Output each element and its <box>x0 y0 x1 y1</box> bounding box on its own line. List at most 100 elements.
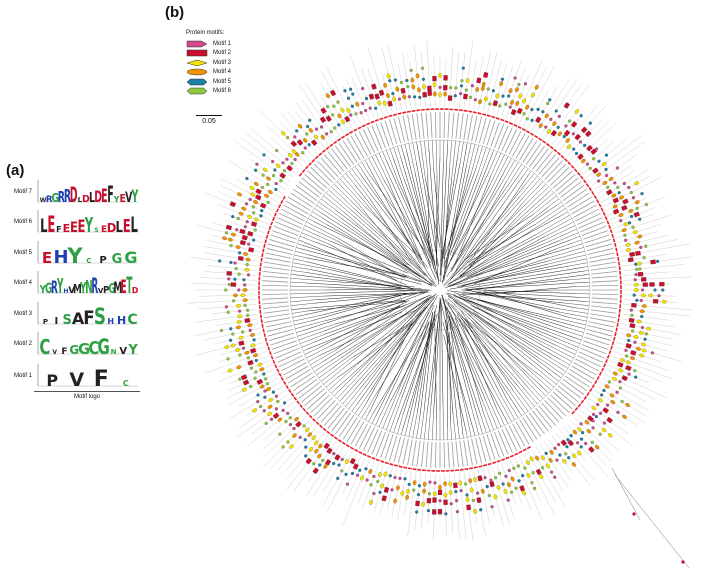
svg-text:E: E <box>101 225 107 235</box>
motif-4-shape-icon <box>186 69 208 76</box>
legend-item-label: Motif 6 <box>213 88 232 95</box>
motif-3-shape-icon <box>186 59 208 67</box>
svg-text:Y: Y <box>113 195 120 204</box>
svg-text:H: H <box>107 317 114 326</box>
svg-text:P: P <box>103 285 110 297</box>
svg-text:G: G <box>98 336 110 358</box>
svg-text:D: D <box>107 221 117 235</box>
svg-text:V: V <box>69 369 84 390</box>
legend-item-motif-6: Motif 6 <box>186 87 266 97</box>
legend-title: Protein motifs: <box>186 30 225 36</box>
svg-text:C: C <box>127 312 137 328</box>
svg-text:D: D <box>70 183 78 206</box>
motif-logo-name: Motif 4 <box>13 280 32 286</box>
panel-label-a: (a) <box>6 162 25 179</box>
svg-text:E: E <box>47 213 55 236</box>
svg-text:V: V <box>52 349 57 356</box>
svg-text:Y: Y <box>127 343 138 358</box>
motif-logo-name: Motif 2 <box>13 341 32 347</box>
svg-text:F: F <box>61 347 67 357</box>
svg-text:Y: Y <box>39 284 47 296</box>
svg-text:D: D <box>82 194 90 205</box>
legend-item-label: Motif 1 <box>213 40 232 47</box>
svg-text:R: R <box>91 273 98 297</box>
svg-text:N: N <box>85 278 92 297</box>
svg-text:H: H <box>117 314 126 327</box>
svg-text:H: H <box>53 247 68 267</box>
svg-text:G: G <box>69 343 79 357</box>
svg-text:I: I <box>54 316 58 327</box>
svg-text:F: F <box>56 225 61 234</box>
svg-text:L: L <box>131 212 139 236</box>
svg-text:L: L <box>115 220 123 236</box>
svg-text:P: P <box>43 318 48 326</box>
svg-text:T: T <box>126 272 132 297</box>
svg-text:L: L <box>89 189 95 205</box>
svg-text:C: C <box>39 337 50 358</box>
motif-5-shape-icon <box>186 78 208 85</box>
legend-item-motif-2: Motif 2 <box>186 49 266 59</box>
svg-text:R: R <box>46 195 53 205</box>
svg-text:F: F <box>83 307 94 328</box>
legend-item-motif-3: Motif 3 <box>186 58 266 68</box>
motif-logo-axis-label: Motif logo <box>73 394 100 400</box>
tree-branches <box>289 139 591 441</box>
svg-text:G: G <box>124 248 137 267</box>
legend-item-label: Motif 5 <box>213 78 232 85</box>
svg-text:D: D <box>132 286 139 295</box>
svg-text:E: E <box>42 249 52 267</box>
motif-logo-name: Motif 3 <box>13 311 32 317</box>
svg-text:R: R <box>58 188 66 206</box>
motif-logo-name: Motif 5 <box>13 250 32 256</box>
svg-text:D: D <box>94 189 102 206</box>
motif-6-shape-icon <box>186 88 208 95</box>
svg-text:P: P <box>99 255 106 266</box>
scale-bar-line <box>196 115 222 116</box>
svg-text:M: M <box>113 279 122 297</box>
svg-text:E: E <box>123 215 131 236</box>
motif-logo-axis <box>34 391 140 392</box>
svg-text:C: C <box>86 257 91 265</box>
svg-text:E: E <box>78 217 86 236</box>
svg-text:S: S <box>94 227 98 234</box>
svg-text:Y: Y <box>56 275 63 297</box>
svg-text:R: R <box>64 187 71 206</box>
legend-item-motif-5: Motif 5 <box>186 77 266 87</box>
svg-text:G: G <box>45 280 52 297</box>
svg-text:N: N <box>111 348 117 356</box>
svg-text:E: E <box>119 192 125 205</box>
svg-text:Y: Y <box>66 244 83 267</box>
svg-text:A: A <box>72 309 85 328</box>
svg-text:C: C <box>123 379 129 388</box>
motif-logo-name: Motif 6 <box>13 219 32 225</box>
svg-text:G: G <box>112 252 123 267</box>
svg-text:E: E <box>70 220 78 236</box>
svg-text:E: E <box>121 276 127 297</box>
scale-bar-label: 0.05 <box>202 118 216 125</box>
red-clade-ring <box>258 108 622 472</box>
legend-item-label: Motif 2 <box>213 50 232 57</box>
svg-text:F: F <box>94 367 109 390</box>
svg-text:L: L <box>40 214 47 236</box>
svg-text:L: L <box>78 196 83 204</box>
legend-item-motif-4: Motif 4 <box>186 68 266 78</box>
svg-text:H: H <box>63 288 68 295</box>
motif-logo-name: Motif 1 <box>13 373 32 379</box>
svg-text:V: V <box>119 346 127 357</box>
svg-text:V: V <box>125 189 133 205</box>
legend-item-motif-1: Motif 1 <box>186 39 266 49</box>
